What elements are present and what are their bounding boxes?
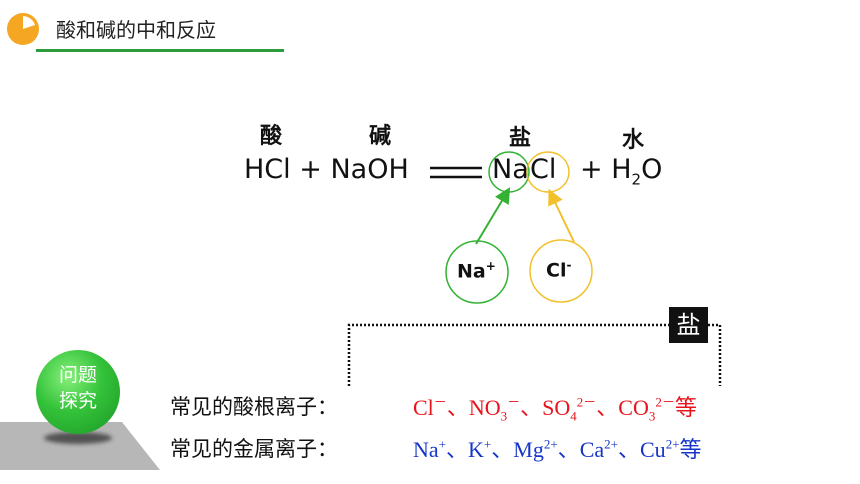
water-h: + H (580, 154, 632, 185)
acid-radical-item: SO42－ (542, 394, 597, 424)
na-ion-label: Na+ (457, 259, 496, 282)
metal-ion-item: Na+ (413, 436, 446, 462)
metal-ion-item: Mg2+ (513, 436, 558, 462)
inquiry-badge-text: 问题 探究 (36, 362, 120, 414)
metal-ion-suffix: 等 (679, 437, 702, 462)
acid-radicals-list: Cl－、NO3－、SO42－、CO32－等 (413, 390, 697, 424)
slide-header: 酸和碱的中和反应 (0, 0, 290, 56)
metal-ions-list: Na+、K+、Mg2+、Ca2+、Cu2+等 (413, 432, 702, 464)
metal-ion-item: Cu2+ (640, 436, 680, 462)
metal-ion-item: K+ (468, 436, 492, 462)
equation-salt-na: Na (492, 154, 529, 185)
equation-lhs: HCl + NaOH (244, 154, 409, 185)
pie-chart-icon (7, 13, 39, 45)
metal-ion-separator: 、 (446, 437, 469, 462)
metal-ion-separator: 、 (491, 437, 514, 462)
salt-bracket (347, 323, 722, 386)
acid-radical-suffix: 等 (674, 395, 697, 420)
badge-shadow (44, 432, 112, 444)
base-label: 碱 (369, 124, 392, 149)
na-ion-charge: + (485, 259, 496, 273)
acid-radicals-label: 常见的酸根离子： (170, 395, 338, 419)
acid-radical-item: NO3－ (468, 394, 521, 424)
badge-base (0, 422, 160, 470)
acid-radical-item: Cl－ (413, 394, 447, 420)
cl-ion-circle (529, 239, 593, 303)
na-arrow (475, 187, 511, 245)
salt-box: 盐 (669, 307, 708, 343)
acid-radical-item: CO32－ (618, 394, 675, 424)
badge-line2: 探究 (58, 390, 97, 412)
badge-line1: 问题 (58, 364, 97, 386)
cl-highlight-circle (526, 151, 570, 193)
metal-ion-separator: 、 (617, 437, 640, 462)
acid-radical-separator: 、 (446, 395, 469, 420)
cl-ion-charge: - (566, 258, 572, 272)
cl-ion-symbol: Cl (546, 259, 567, 282)
title-underline (36, 49, 284, 52)
chemical-equation: HCl + NaOH (244, 154, 409, 185)
page-title: 酸和碱的中和反应 (56, 18, 216, 42)
metal-ion-separator: 、 (557, 437, 580, 462)
na-ion-symbol: Na (457, 260, 486, 283)
acid-radical-separator: 、 (596, 395, 619, 420)
metal-ions-label: 常见的金属离子： (170, 437, 338, 461)
na-ion-circle (445, 240, 509, 304)
water-o: O (641, 154, 663, 185)
cl-ion-label: Cl- (546, 258, 571, 281)
salt-label: 盐 (509, 126, 532, 151)
acid-radical-separator: 、 (520, 395, 543, 420)
metal-ion-item: Ca2+ (579, 436, 618, 462)
water-subscript: 2 (631, 170, 642, 189)
equals-sign (430, 166, 482, 179)
acid-label: 酸 (260, 124, 283, 149)
cl-arrow (548, 188, 575, 243)
inquiry-badge (36, 350, 120, 434)
na-highlight-circle (488, 151, 530, 193)
equation-water: + H2O (580, 154, 662, 188)
water-label: 水 (622, 128, 645, 153)
equation-salt-cl: Cl (530, 154, 557, 185)
